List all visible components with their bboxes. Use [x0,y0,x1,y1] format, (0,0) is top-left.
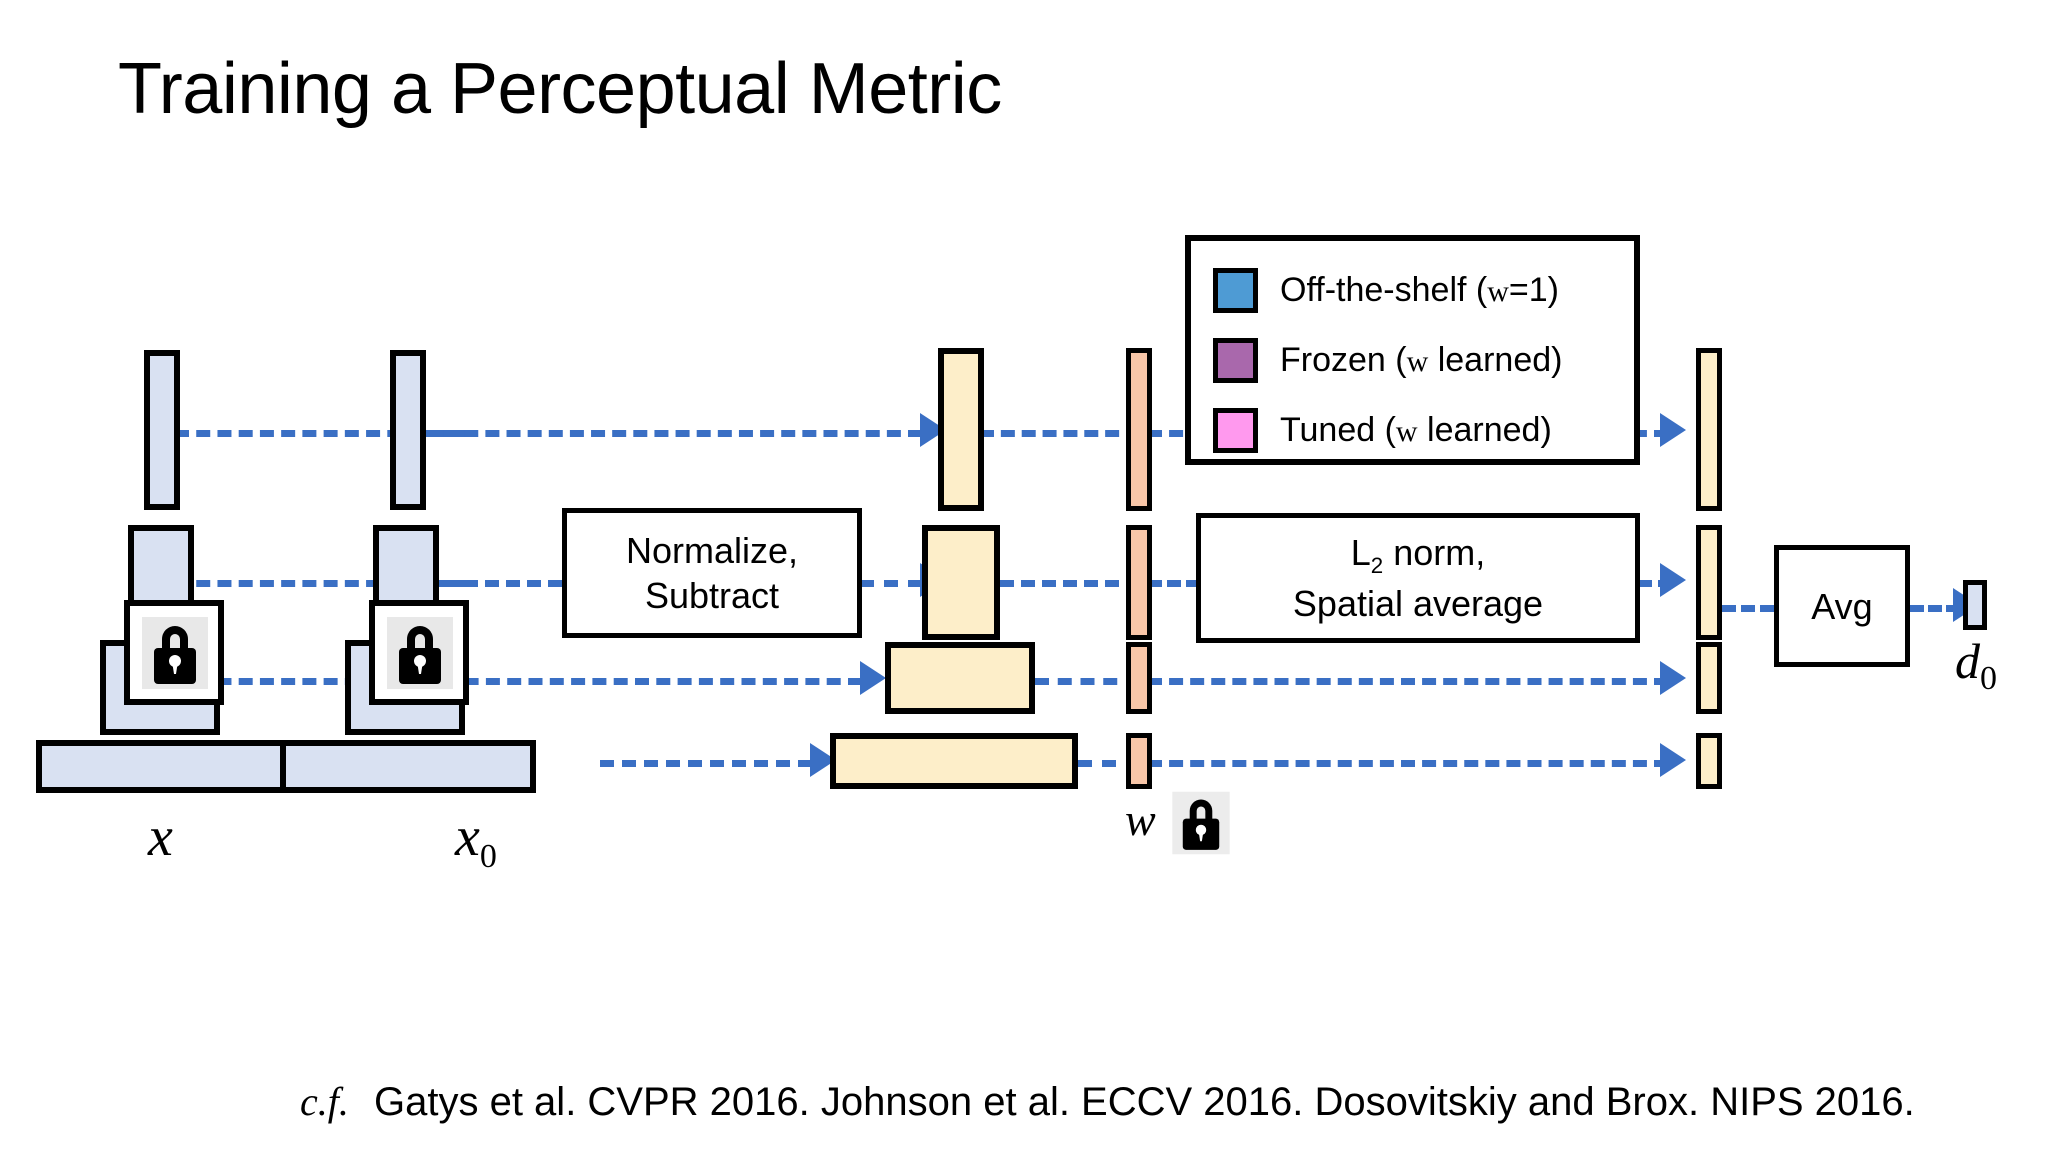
legend-label-off-the-shelf: Off-the-shelf (w=1) [1280,270,1559,309]
avg-box[interactable]: Avg [1774,545,1910,667]
arrow-x-to-x0-row2 [175,580,465,587]
lock-icon-w [1170,790,1232,861]
feature-bar-x-row1 [144,350,180,510]
weight-bar-row4 [1126,733,1152,789]
arrow-x0-to-normbox-row2 [422,580,562,587]
arrow-w-to-out-row3 [1148,678,1668,685]
l2-norm-spatial-average-box[interactable]: L2 norm, Spatial average [1196,513,1640,643]
caption-text: Gatys et al. CVPR 2016. Johnson et al. E… [374,1080,1915,1124]
weight-bar-row2 [1126,525,1152,640]
layer-distance-bar-row4 [1696,733,1722,789]
arrow-x0-to-feat-row4 [600,760,812,767]
legend-item-tuned: Tuned (w learned) [1213,395,1634,465]
arrow-feat-to-w-row3 [1035,678,1140,685]
l2-line-2: Spatial average [1292,582,1544,624]
diff-bar-row3 [885,642,1035,714]
input-label-x0: x0 [455,806,497,876]
legend-swatch-tuned [1213,407,1258,453]
legend-label-frozen: Frozen (w learned) [1280,340,1563,379]
avg-label: Avg [1811,585,1873,627]
distance-scalar-bar [1963,580,1987,630]
legend-swatch-frozen [1213,337,1258,383]
arrowhead-row2-b [1660,563,1686,597]
arrow-w-to-out-row4 [1148,760,1668,767]
arrow-x-to-x0-row3 [175,678,465,685]
page-title: Training a Perceptual Metric [118,49,1002,129]
normalize-subtract-box[interactable]: Normalize, Subtract [562,508,862,638]
weights-label-w: w [1125,794,1156,845]
legend-item-off-the-shelf: Off-the-shelf (w=1) [1213,255,1634,325]
arrow-avg-to-d0 [1910,605,1960,612]
feature-bar-x0-row1 [390,350,426,510]
arrow-feat-to-w-row4 [1078,760,1140,767]
arrowhead-row3-b [1660,661,1686,695]
normalize-line-1: Normalize, [625,530,799,571]
arrowhead-row1-b [1660,413,1686,447]
arrow-out-to-avg [1722,605,1774,612]
caption-cf-prefix: c.f. [300,1079,349,1124]
lock-icon-x [140,615,210,696]
layer-distance-bar-row3 [1696,642,1722,714]
lock-icon-x0 [385,615,455,696]
arrow-normbox-to-feat-row2 [860,580,922,587]
l2-line-1: L2 norm, [1350,532,1486,579]
diff-bar-row4 [830,733,1078,789]
legend-swatch-off-the-shelf [1213,267,1258,313]
distance-label-d0: d0 [1955,633,1997,697]
arrow-feat-to-w-row2 [1000,580,1140,587]
reference-caption: c.f. Gatys et al. CVPR 2016. Johnson et … [300,1078,1915,1125]
arrow-w-to-l2-row2 [1148,580,1200,587]
arrowhead-row4-b [1660,743,1686,777]
feature-bar-x0-row4 [280,740,536,793]
diff-bar-row2 [922,525,1000,640]
diff-bar-row1 [938,348,984,511]
input-label-x: x [148,806,173,868]
arrow-feat-to-w-row1 [980,430,1140,437]
arrow-x0-to-norm-row1 [422,430,922,437]
legend-item-frozen: Frozen (w learned) [1213,325,1634,395]
layer-distance-bar-row1 [1696,348,1722,511]
feature-bar-x-row4 [36,740,292,793]
layer-distance-bar-row2 [1696,525,1722,640]
arrow-x0-to-feat-row3 [422,678,862,685]
arrowhead-row3-a [860,661,886,695]
weight-bar-row1 [1126,348,1152,511]
normalize-line-2: Subtract [644,575,780,616]
legend-label-tuned: Tuned (w learned) [1280,410,1552,449]
legend-box: Off-the-shelf (w=1) Frozen (w learned) T… [1185,235,1640,465]
arrow-l2-to-out-row2 [1640,580,1670,587]
weight-bar-row3 [1126,642,1152,714]
arrow-x-to-x0-row1 [175,430,465,437]
